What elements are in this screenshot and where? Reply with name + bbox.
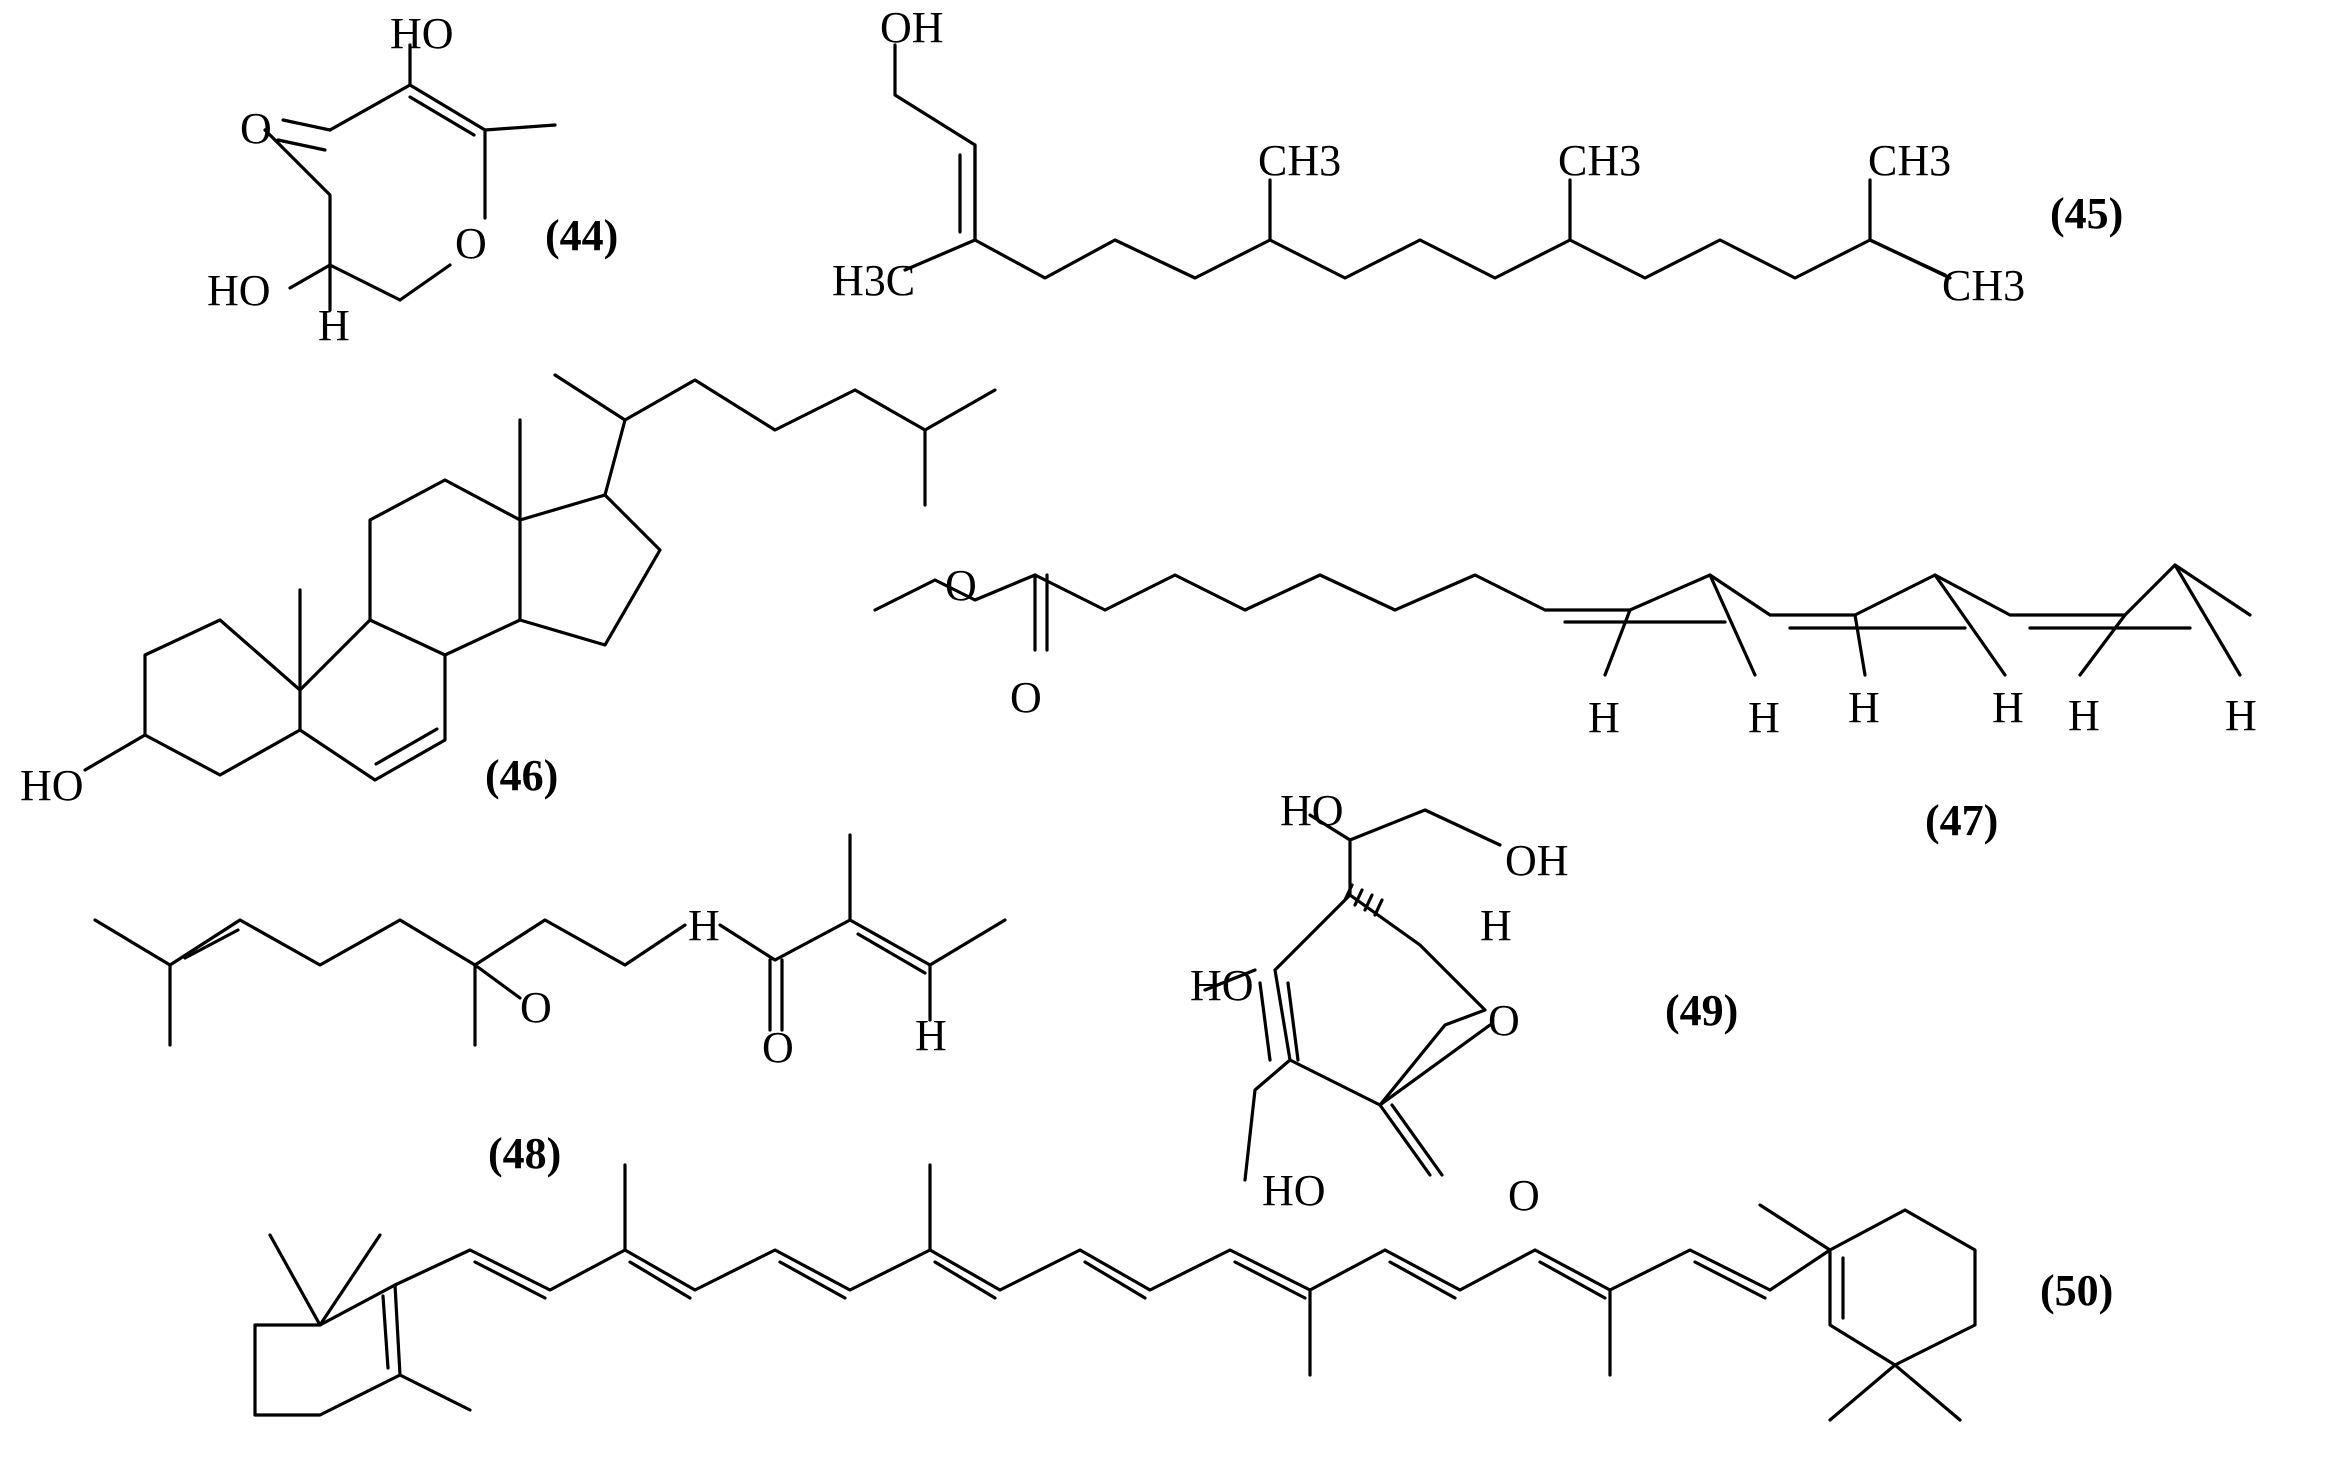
atom-label: O bbox=[1010, 673, 1042, 722]
atom-label: H bbox=[1748, 693, 1780, 742]
atom-label: O bbox=[945, 561, 977, 610]
atom-label: O bbox=[455, 219, 487, 268]
atom-label: H bbox=[1480, 901, 1512, 950]
atom-label: HO bbox=[207, 266, 271, 315]
atom-label: CH3 bbox=[1558, 136, 1641, 185]
atom-label: H bbox=[2068, 691, 2100, 740]
atom-label: HO bbox=[1280, 786, 1344, 835]
compound-47: O O H H H H H H (47) bbox=[873, 561, 2257, 845]
compound-id-label: (49) bbox=[1665, 986, 1738, 1035]
atom-label: HO bbox=[1190, 961, 1254, 1010]
atom-label: HO bbox=[20, 761, 84, 810]
compound-44: HO O O HO H (44) bbox=[207, 9, 618, 350]
compound-46: HO (46) bbox=[20, 373, 997, 810]
atom-label: H3C bbox=[832, 256, 915, 305]
compound-id-label: (50) bbox=[2040, 1266, 2113, 1315]
atom-label: O bbox=[240, 104, 272, 153]
atom-label: H bbox=[2225, 691, 2257, 740]
atom-label: OH bbox=[880, 3, 944, 52]
compound-id-label: (48) bbox=[488, 1129, 561, 1178]
atom-label: H bbox=[1848, 683, 1880, 732]
atom-label: CH3 bbox=[1942, 261, 2025, 310]
atom-label: O bbox=[1488, 996, 1520, 1045]
atom-label: O bbox=[520, 983, 552, 1032]
atom-label: HO bbox=[390, 9, 454, 58]
atom-label: H bbox=[318, 301, 350, 350]
compound-id-label: (47) bbox=[1925, 796, 1998, 845]
atom-label: CH3 bbox=[1868, 136, 1951, 185]
compound-45: OH CH3 CH3 CH3 H3C CH3 (45) bbox=[832, 3, 2123, 310]
atom-label: H bbox=[915, 1011, 947, 1060]
compound-50: (50) bbox=[253, 1163, 2113, 1422]
compound-id-label: (45) bbox=[2050, 189, 2123, 238]
atom-label: H bbox=[688, 901, 720, 950]
atom-label: H bbox=[1992, 683, 2024, 732]
atom-label: CH3 bbox=[1258, 136, 1341, 185]
atom-label: OH bbox=[1505, 836, 1569, 885]
atom-label: H bbox=[1588, 693, 1620, 742]
compound-48: O H O H (48) bbox=[93, 833, 1007, 1178]
atom-label: O bbox=[1508, 1171, 1540, 1220]
compound-49: HO OH H HO O HO O (49) bbox=[1190, 786, 1738, 1220]
atom-label: O bbox=[762, 1023, 794, 1072]
compound-id-label: (44) bbox=[545, 211, 618, 260]
atom-label: HO bbox=[1262, 1166, 1326, 1215]
compound-id-label: (46) bbox=[485, 751, 558, 800]
